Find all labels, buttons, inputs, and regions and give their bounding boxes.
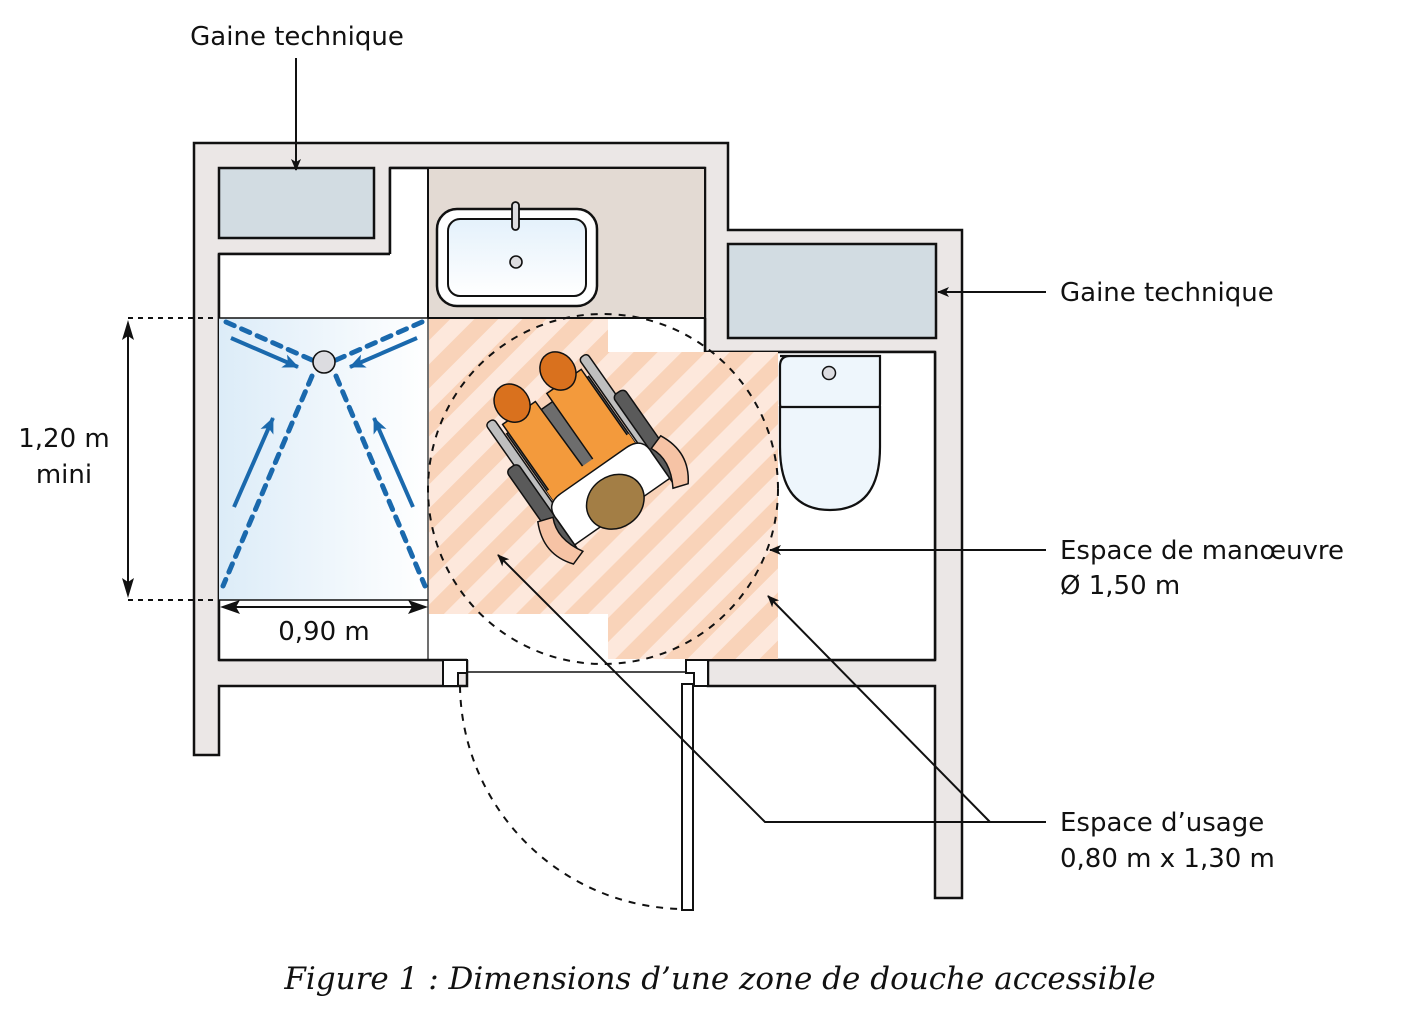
figure-caption: Figure 1 : Dimensions d’une zone de douc…	[283, 961, 1155, 997]
shower-drain-icon	[312, 350, 336, 374]
dimension-shower-width	[220, 600, 428, 614]
callout-line-usage-b	[767, 595, 991, 823]
drain-icon	[509, 255, 523, 269]
door-leaf	[681, 683, 694, 911]
label-shower-height: 1,20 m	[18, 424, 109, 454]
label-gaine-technique-right: Gaine technique	[1060, 278, 1274, 308]
wheelchair-user-icon	[486, 351, 689, 565]
callout-line-usage-a	[497, 554, 1046, 823]
label-usage: Espace d’usage	[1060, 808, 1264, 838]
label-manoeuvre-diameter: Ø 1,50 m	[1060, 571, 1180, 601]
label-shower-width: 0,90 m	[278, 617, 369, 647]
toilet	[778, 354, 882, 512]
shower-area	[219, 317, 429, 660]
door	[442, 659, 709, 911]
technical-duct-top-left	[217, 166, 376, 240]
dimension-shower-height	[122, 317, 219, 601]
maneuvering-circle	[427, 313, 779, 665]
sink-counter	[427, 167, 706, 319]
label-shower-height-mini: mini	[36, 460, 92, 490]
label-manoeuvre: Espace de manœuvre	[1060, 536, 1344, 566]
label-usage-dimensions: 0,80 m x 1,30 m	[1060, 844, 1275, 874]
faucet-icon	[511, 201, 520, 231]
technical-duct-right	[726, 242, 938, 340]
label-gaine-technique-top: Gaine technique	[190, 22, 404, 52]
